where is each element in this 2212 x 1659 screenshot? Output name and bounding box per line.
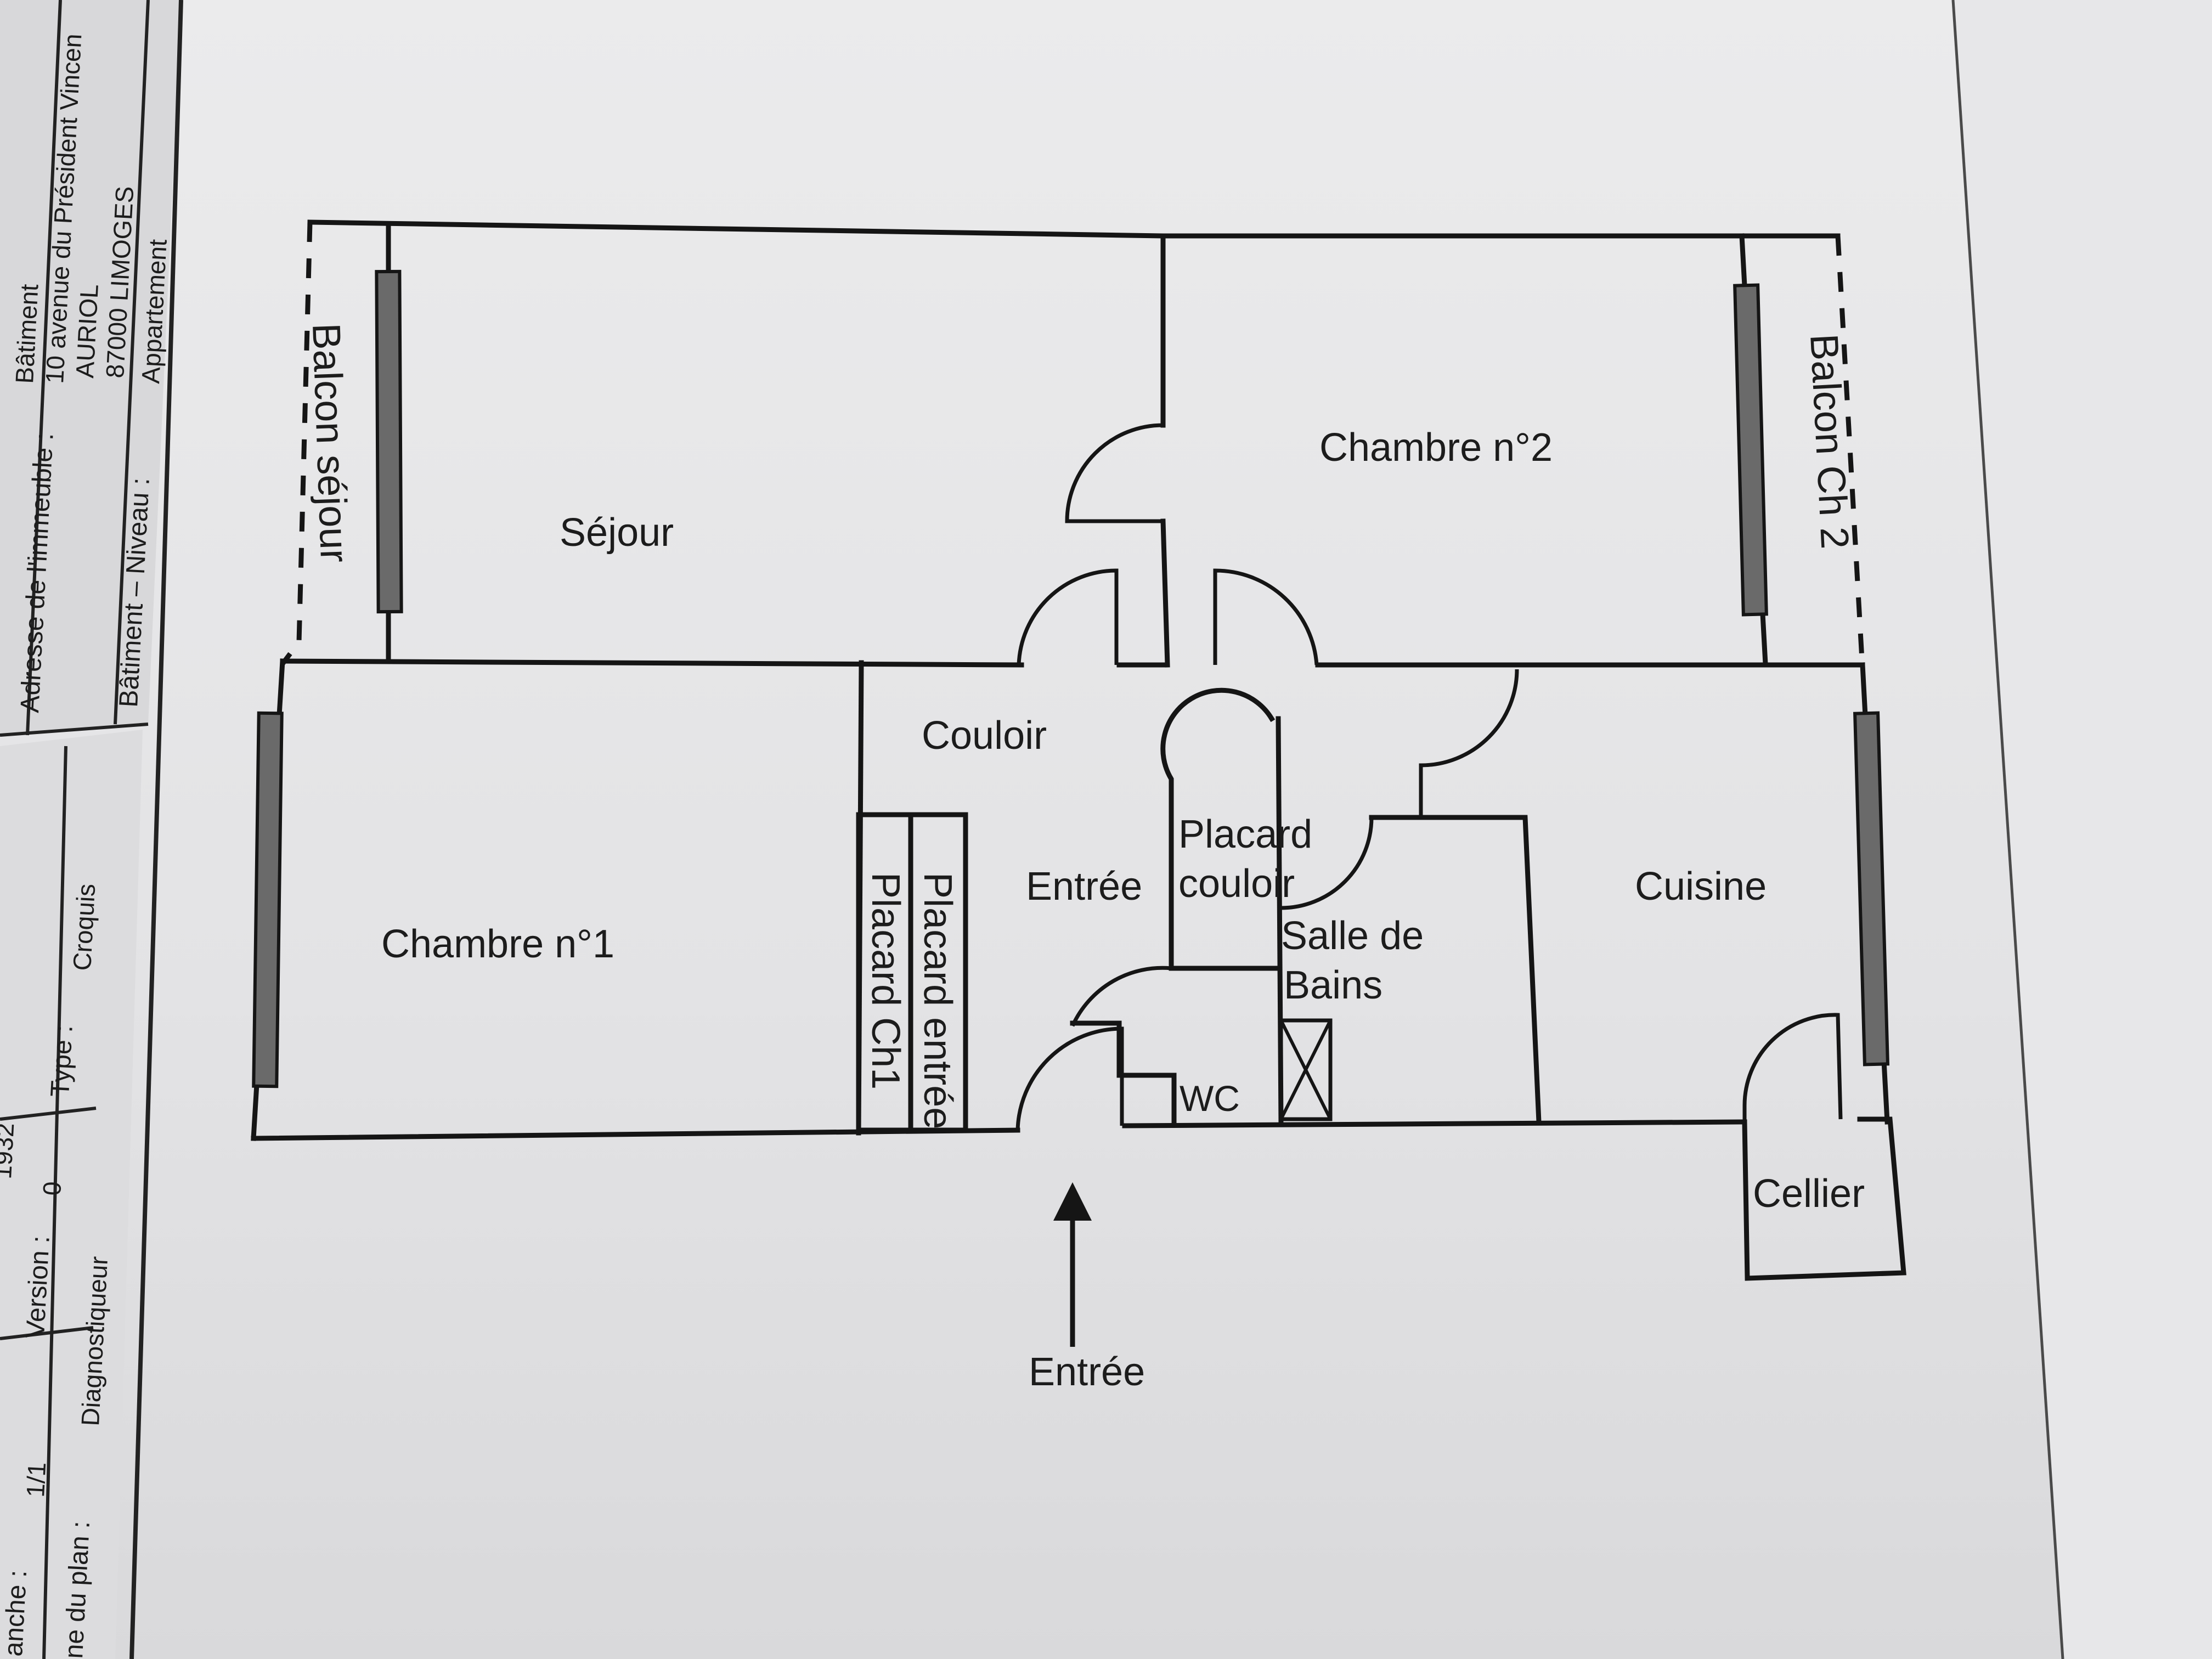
ventilation-box: [1279, 1018, 1333, 1121]
page-right-margin: [1953, 0, 2212, 1659]
room-label-entree: Entrée: [1026, 865, 1142, 909]
door-cuisine: [1419, 669, 1519, 817]
address-line-1: Bâtiment: [10, 283, 43, 384]
title-block-line-3: [129, 0, 183, 1659]
room-label-cuisine: Cuisine: [1635, 865, 1767, 909]
room-label-chambre-1: Chambre n°1: [381, 922, 614, 966]
placard-entree-box: [908, 812, 968, 1133]
balcon-ch2-label: Balcon Ch 2: [1802, 333, 1857, 550]
window-chambre-1: [252, 711, 284, 1088]
placard-couloir-box: [1160, 687, 1276, 971]
door-cellier: [1742, 1013, 1843, 1122]
title-block: Adresse de l'immeuble : Bâtiment 10 aven…: [0, 0, 183, 1659]
version-label: Version :: [21, 1235, 55, 1339]
wall-top: [307, 219, 1841, 239]
plan-label: ne du plan :: [59, 1520, 95, 1659]
partial-header-number: 1932: [0, 1122, 19, 1180]
window-cuisine: [1853, 711, 1890, 1066]
room-label-cellier: Cellier: [1753, 1172, 1865, 1216]
room-label-couloir: Couloir: [922, 714, 1047, 758]
title-block-bottom: [0, 730, 143, 1659]
window-chambre-2: [1733, 283, 1768, 617]
page-frame-right: [1951, 0, 2064, 1659]
wall-sdb: [1369, 815, 1542, 1125]
room-label-salle-de-bains-2: Bains: [1284, 963, 1383, 1007]
title-block-top: [0, 0, 181, 735]
wall-sejour-ch2-bottom: [1160, 518, 1170, 668]
title-block-line-1: [26, 0, 62, 736]
title-block-line-5: [0, 1326, 94, 1340]
window-sejour: [375, 269, 403, 614]
door-wc: [1070, 966, 1172, 1027]
door-sejour: [1017, 568, 1119, 665]
title-block-line-7: [42, 746, 67, 1659]
title-block-line-6: [0, 1107, 97, 1121]
room-label-chambre-2: Chambre n°2: [1319, 426, 1553, 470]
type-label: Type :: [46, 1024, 78, 1097]
title-block-line-2: [114, 0, 150, 725]
version-value: 0: [37, 1181, 66, 1196]
planche-label: anche :: [0, 1570, 32, 1657]
title-block-line-4: [0, 723, 149, 737]
planche-value: 1/1: [21, 1462, 51, 1498]
ventilation-cross-2: [1279, 1019, 1332, 1120]
balcon-sejour-label: Balcon séjour: [304, 323, 356, 563]
room-label-placard-couloir-1: Placard: [1178, 812, 1312, 856]
room-label-wc: WC: [1180, 1078, 1240, 1119]
wall-bottom-right: [1122, 1119, 1747, 1128]
address-line-3: AURIOL: [70, 284, 104, 379]
wall-wc-left: [1070, 1020, 1177, 1127]
wall-sejour-bottom: [280, 658, 1024, 668]
room-label-placard-couloir-2: couloir: [1178, 862, 1295, 906]
door-chambre-2: [1213, 568, 1319, 665]
wall-cellier: [1742, 1116, 1906, 1281]
room-label-salle-de-bains-1: Salle de: [1281, 914, 1424, 958]
type-value: Croquis: [67, 883, 100, 972]
balcon-sejour-dashed: [280, 222, 313, 665]
door-salle-de-bains: [1280, 817, 1374, 910]
floor-plan: Séjour Chambre n°2 Chambre n°1 Couloir E…: [251, 219, 1906, 1394]
entrance-arrow-head: [1053, 1182, 1092, 1221]
room-label-placard-entree: Placard entrée: [916, 872, 960, 1129]
door-sejour-ch2: [1065, 423, 1164, 523]
room-label-placard-ch1: Placard Ch1: [864, 872, 907, 1090]
room-label-sejour: Séjour: [560, 511, 674, 555]
door-entree: [1015, 1026, 1124, 1131]
entrance-label: Entrée: [1029, 1350, 1145, 1394]
